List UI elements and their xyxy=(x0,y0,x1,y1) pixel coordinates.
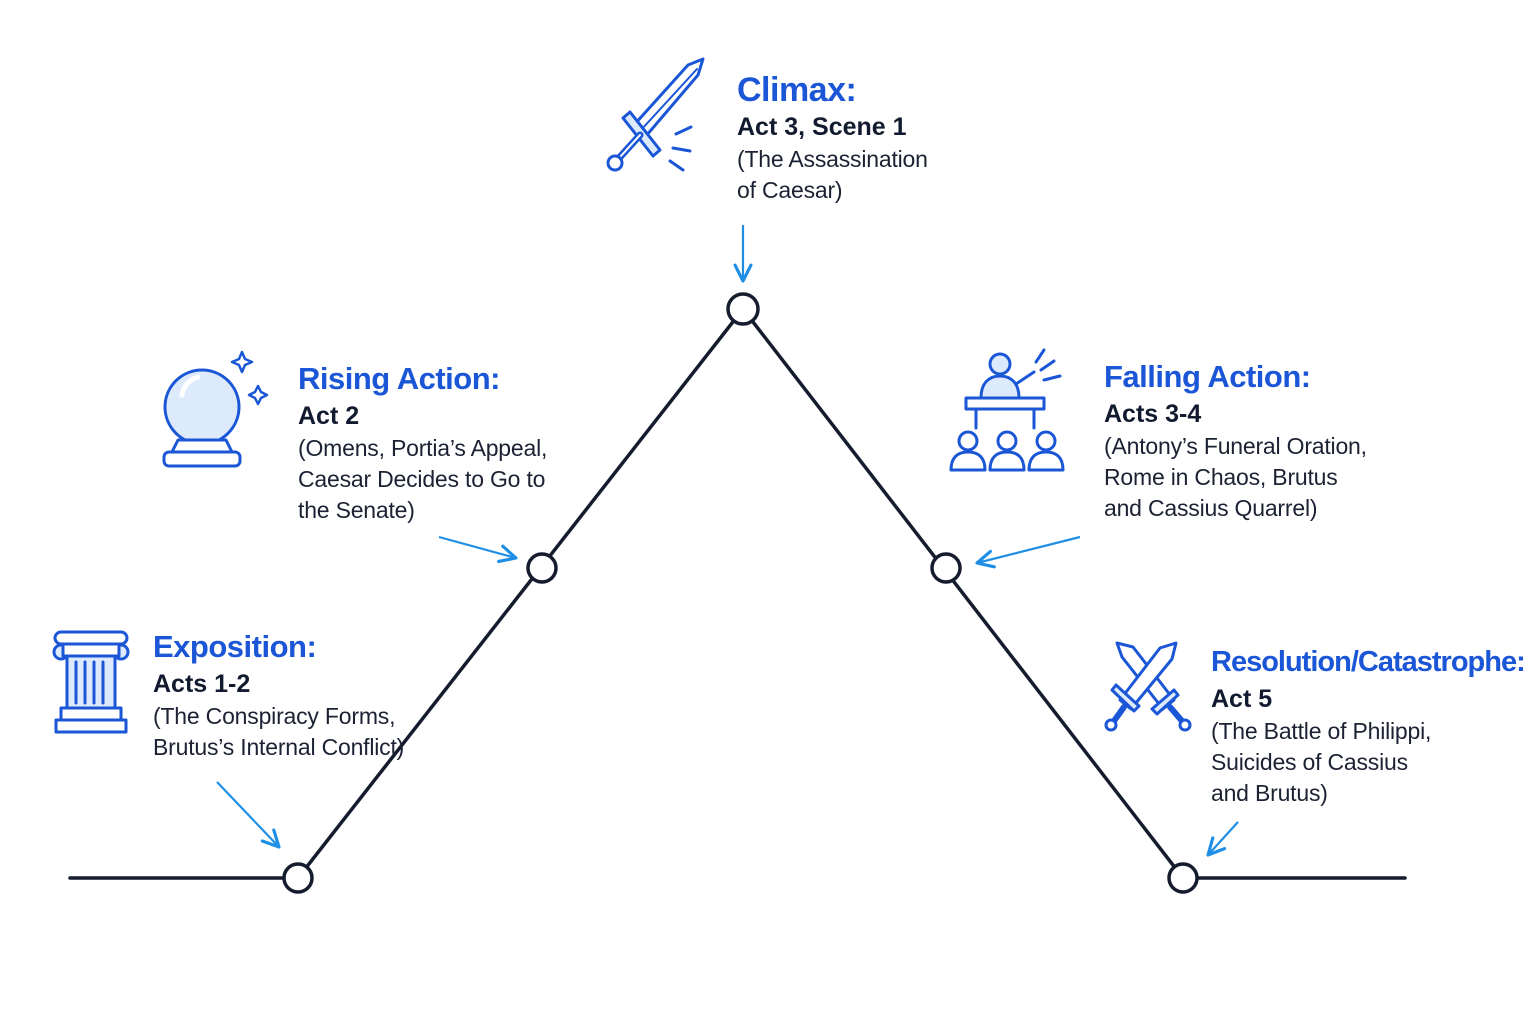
rising-action-desc-line-3: the Senate) xyxy=(298,497,415,523)
resolution-point xyxy=(1167,862,1199,894)
rising-action-desc-line-2: Caesar Decides to Go to xyxy=(298,466,546,492)
rising-action-desc-line-1: (Omens, Portia’s Appeal, xyxy=(298,435,548,461)
falling-action-arrow xyxy=(975,535,1081,569)
column-icon xyxy=(52,630,130,734)
climax-title: Climax: xyxy=(737,71,857,109)
sword-icon xyxy=(606,57,705,172)
rising-action-point xyxy=(526,552,558,584)
climax-desc-line-2: of Caesar) xyxy=(737,177,843,203)
rising-action-title: Rising Action: xyxy=(298,361,500,396)
climax-point xyxy=(726,292,760,326)
resolution-label: Resolution/Catastrophe: Act 5 (The Battl… xyxy=(1211,643,1526,809)
falling-action-acts: Acts 3-4 xyxy=(1104,400,1202,428)
falling-action-title: Falling Action: xyxy=(1104,359,1311,394)
falling-action-desc-line-3: and Cassius Quarrel) xyxy=(1104,495,1318,521)
resolution-arrow xyxy=(1206,821,1239,857)
climax-desc-line-1: (The Assassination xyxy=(737,146,928,172)
resolution-desc-line-3: and Brutus) xyxy=(1211,780,1328,806)
climax-label: Climax: Act 3, Scene 1 (The Assassinatio… xyxy=(737,71,928,206)
falling-action-desc-line-1: (Antony’s Funeral Oration, xyxy=(1104,433,1367,459)
exposition-point xyxy=(282,862,314,894)
resolution-desc-line-2: Suicides of Cassius xyxy=(1211,749,1408,775)
exposition-title: Exposition: xyxy=(153,629,317,664)
exposition-label: Exposition: Acts 1-2 (The Conspiracy For… xyxy=(153,628,404,763)
exposition-desc-line-2: Brutus’s Internal Conflict) xyxy=(153,734,405,760)
falling-action-label: Falling Action: Acts 3-4 (Antony’s Funer… xyxy=(1104,358,1367,524)
exposition-acts: Acts 1-2 xyxy=(153,670,251,698)
exposition-desc-line-1: (The Conspiracy Forms, xyxy=(153,703,396,729)
climax-acts: Act 3, Scene 1 xyxy=(737,113,907,141)
falling-action-point xyxy=(930,552,962,584)
crossed-swords-icon xyxy=(1104,641,1192,732)
orator-crowd-icon xyxy=(949,348,1065,472)
falling-action-desc-line-2: Rome in Chaos, Brutus xyxy=(1104,464,1338,490)
crystal-ball-icon xyxy=(162,350,269,468)
resolution-title: Resolution/Catastrophe: xyxy=(1211,646,1526,678)
resolution-desc-line-1: (The Battle of Philippi, xyxy=(1211,718,1432,744)
rising-action-acts: Act 2 xyxy=(298,402,360,430)
exposition-arrow xyxy=(216,781,281,849)
rising-action-arrow xyxy=(438,535,518,564)
rising-action-label: Rising Action: Act 2 (Omens, Portia’s Ap… xyxy=(298,360,547,526)
resolution-acts: Act 5 xyxy=(1211,685,1273,713)
